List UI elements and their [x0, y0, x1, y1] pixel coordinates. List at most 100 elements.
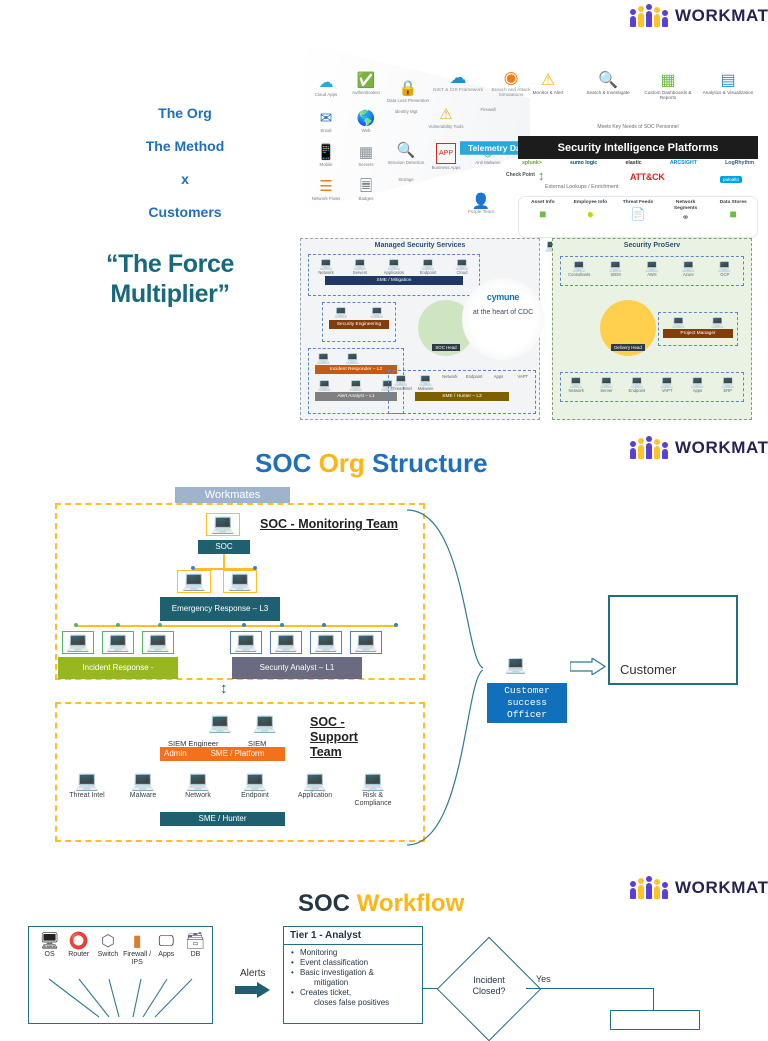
intro-line-method: The Method	[145, 138, 225, 154]
mitre-attack-label: ATT&CK	[630, 172, 665, 182]
source-badges: 🗏 Badges	[344, 178, 388, 201]
simulation-icon: ◉	[503, 68, 519, 87]
person-computer-icon: 💻	[717, 260, 732, 272]
alerts-arrow	[235, 982, 270, 998]
workmates-people-icon	[630, 876, 668, 899]
source-authentication: ✅ Authentication	[344, 72, 388, 95]
person-computer-icon: 💻	[274, 632, 298, 653]
firewall-icon: ▮	[132, 933, 142, 950]
proserv-siem: 💻SIEM	[601, 260, 631, 277]
alert-analyst-3: 💻	[372, 379, 402, 391]
connector-dot	[322, 623, 326, 627]
alert-analyst-2: 💻	[341, 379, 371, 391]
soc-head-label: SOC Head	[432, 344, 460, 351]
customer-flow-arrow	[570, 658, 606, 675]
siem-engineer-caption: SIEM Engineer	[168, 739, 219, 748]
source-dlp: 🔒 Data Loss Prevention	[387, 80, 429, 103]
wf-title-part-workflow: Workflow	[356, 890, 465, 917]
tier1-title: Tier 1 - Analyst	[284, 927, 422, 945]
soc-function-monitor-alert: ⚠ Monitor & Alert	[522, 70, 574, 101]
badge-icon: 🗏	[359, 178, 373, 195]
connector-dot	[191, 566, 195, 570]
tier1-item-sub: mitigation	[314, 978, 349, 987]
person-computer-icon: 💻	[334, 306, 348, 318]
incident-responder-roles: 💻 💻	[309, 349, 367, 364]
person-computer-icon: 💻	[186, 771, 210, 792]
security-intelligence-platforms-title: Security Intelligence Platforms	[518, 136, 758, 159]
mss-role-application: 💻Application	[379, 258, 409, 275]
security-analyst-icon-1: 💻	[230, 631, 262, 654]
source-servers: ▦ Servers	[344, 144, 388, 167]
person-computer-icon: 💻	[361, 771, 385, 792]
mss-role-cloud: 💻Cloud	[447, 258, 477, 275]
hunter-threat-intel: 💻Threat Intel	[390, 374, 412, 391]
mobile-icon: 📱	[316, 144, 336, 161]
database-icon: 🗃	[185, 933, 206, 950]
servers-icon: ▦	[358, 144, 374, 161]
soc-node-label: SOC	[198, 540, 250, 554]
person-computer-icon: 💻	[234, 632, 258, 653]
connector-dot	[394, 623, 398, 627]
datastore-icon: ■	[729, 206, 737, 221]
person-computer-icon: 💻	[418, 374, 433, 386]
mss-title: Managed Security Services	[374, 242, 466, 249]
source-web: 🌎 Web	[344, 110, 388, 133]
sme-mitigation-bar: SME / Mitigation	[325, 276, 463, 285]
workmates-people-icon	[630, 4, 668, 27]
title-part-structure: Structure	[372, 448, 488, 478]
alerts-label: Alerts	[240, 968, 266, 979]
enrichment-data-stores: Data Stores ■	[711, 200, 755, 221]
workmates-wordmark: WORKMATES	[675, 878, 768, 897]
cdc-center-circle	[462, 278, 544, 360]
person-computer-icon: 💻	[253, 713, 277, 734]
incident-closed-label: Incident Closed?	[472, 975, 506, 996]
siem-engineer-icon: 💻	[203, 713, 237, 734]
person-computer-icon: 💻	[316, 352, 331, 364]
support-team-box	[55, 702, 425, 842]
cymune-brand: cymune	[486, 292, 520, 302]
connector-dot	[242, 623, 246, 627]
connector-analyst-bus	[76, 625, 396, 627]
cloud-gear-icon: ☁	[449, 68, 467, 87]
sme-hunter-label: SME / Hunter	[160, 812, 285, 826]
magnifier-icon: 🔍	[396, 142, 416, 159]
customer-box: Customer	[608, 595, 738, 685]
workmates-logo-bottom: WORKMATES	[630, 876, 768, 899]
person-computer-icon: 💻	[455, 258, 469, 270]
soc-function-dashboards: ▦ Custom Dashboards & Reports	[642, 70, 694, 101]
source-cloud-apps: ☁ Cloud Apps	[304, 74, 348, 97]
monitoring-team-box	[55, 503, 425, 680]
router-icon: ⭕	[68, 933, 89, 950]
switch-icon: ⬡	[100, 933, 115, 950]
proserv-erp: 💻ERP	[713, 376, 743, 393]
project-manager-1: 💻	[664, 316, 694, 328]
proserv-title: Security ProServ	[623, 242, 681, 249]
person-computer-icon: 💻	[370, 306, 384, 318]
title-part-soc: SOC	[255, 448, 319, 478]
source-firewall: ▮Firewall / IPS	[123, 933, 152, 966]
workmates-people-icon	[630, 436, 668, 459]
proserv-server: 💻Server	[591, 376, 621, 393]
intro-line-list: The Org The Method x Customers	[100, 105, 270, 237]
network-flows-icon: ☰	[319, 178, 333, 195]
emergency-response-icon-1: 💻	[177, 570, 211, 593]
connector-soc-er	[223, 554, 225, 568]
tier1-item: Basic investigation &	[291, 968, 422, 978]
purple-team-icon: 👤	[471, 193, 491, 210]
security-analyst-icon-2: 💻	[270, 631, 302, 654]
person-computer-icon: 💻	[317, 379, 332, 391]
person-computer-icon: 💻	[387, 258, 401, 270]
person-computer-icon: 💻	[421, 258, 435, 270]
sme-platform-admin-label: Admin	[160, 747, 285, 761]
customer-success-officer-label: Customer success Officer	[487, 683, 567, 723]
vendor-splunk: splunk>	[522, 160, 542, 166]
enrichment-employee-info: Employee Info ●	[568, 200, 612, 221]
intro-line-customers: Customers	[148, 204, 222, 220]
mss-role-endpoint: 💻Endpoint	[413, 258, 443, 275]
hunter-endpoint: Endpoint	[465, 374, 483, 379]
support-team-heading: SOC - Support Team	[310, 715, 358, 759]
monitoring-team-heading: SOC - Monitoring Team	[260, 517, 398, 531]
person-computer-icon: 💻	[599, 376, 614, 388]
tier1-task-list: Monitoring Event classification Basic in…	[284, 948, 422, 1008]
connector-dot	[158, 623, 162, 627]
